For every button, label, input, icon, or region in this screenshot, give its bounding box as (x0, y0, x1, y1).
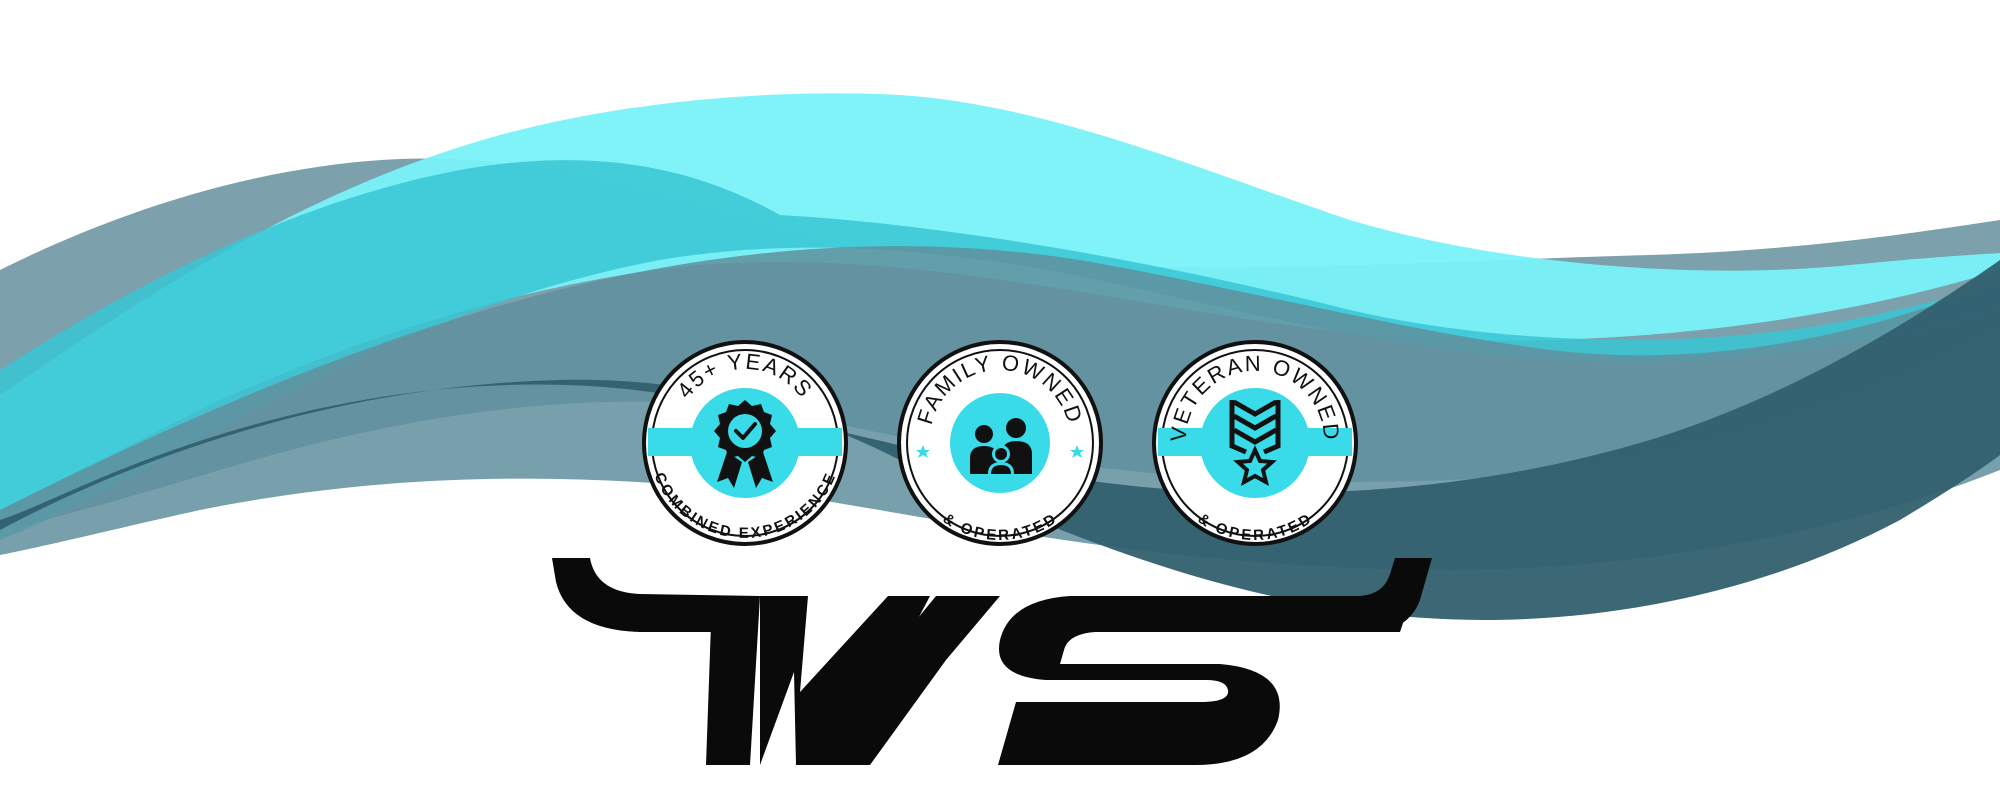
badge-veteran: VETERAN OWNED & OPERATED (1152, 340, 1358, 546)
ws-logo-icon (552, 558, 1432, 765)
wave-cyan-mid (0, 160, 2000, 541)
badge-family: FAMILY OWNED & OPERATED (897, 340, 1103, 546)
military-chevron-star-icon (1229, 399, 1281, 486)
wave-slate-dark (0, 260, 2000, 620)
badge-experience: 45+ YEARS COMBINED EXPERIENCE (642, 340, 848, 546)
award-ribbon-check-icon (714, 400, 776, 488)
star-icon (916, 445, 1084, 458)
family-icon (970, 418, 1032, 474)
